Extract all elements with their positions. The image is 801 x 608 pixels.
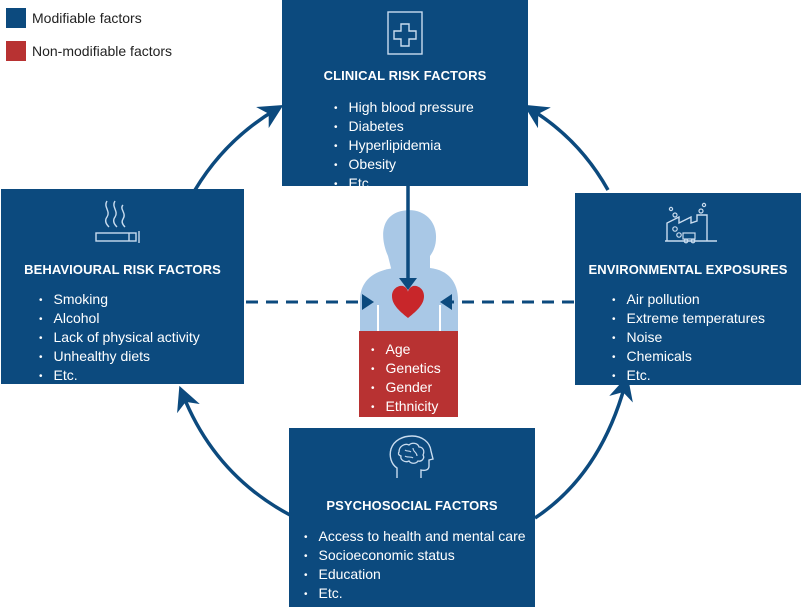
legend-item-non-modifiable: Non-modifiable factors [6,40,172,62]
cycle-arrow-top-left [193,104,284,191]
heart-icon [392,285,424,318]
list-item: High blood pressure [334,99,474,118]
head-brain-icon [389,435,434,478]
list-item: Lack of physical activity [39,329,200,348]
factory-pollution-icon [665,202,717,244]
cigarette-smoke-icon [95,200,140,243]
clinical-factor-list: High blood pressure Diabetes Hyperlipide… [334,99,474,194]
cycle-arrow-top-right [523,104,610,191]
non-modifiable-factors-box: Age Genetics Gender Ethnicity [359,331,458,417]
list-item: Gender [371,379,441,398]
list-item: Diabetes [334,118,474,137]
list-item: Age [371,341,441,360]
list-item: Education [304,566,526,585]
clinical-risk-factors-box: CLINICAL RISK FACTORS High blood pressur… [282,0,528,191]
list-item: Chemicals [612,348,765,367]
box-title: BEHAVIOURAL RISK FACTORS [24,262,221,277]
legend-swatch-red [6,41,26,61]
box-title: PSYCHOSOCIAL FACTORS [326,498,498,513]
behavioural-risk-factors-box: BEHAVIOURAL RISK FACTORS Smoking Alcohol… [1,189,244,384]
list-item: Obesity [334,156,474,175]
medical-cross-document-icon [387,11,423,55]
legend-swatch-blue [6,8,26,28]
non-modifiable-factor-list: Age Genetics Gender Ethnicity [371,341,441,417]
legend-label: Non-modifiable factors [32,43,173,59]
environmental-exposures-box: ENVIRONMENTAL EXPOSURES Air pollution Ex… [575,193,801,385]
psychosocial-factors-box: PSYCHOSOCIAL FACTORS Access to health an… [289,428,535,607]
list-item: Hyperlipidemia [334,137,474,156]
list-item: Etc. [304,585,526,604]
list-item: Extreme temperatures [612,310,766,329]
list-item: Etc. [39,367,200,386]
list-item: Socioeconomic status [304,547,526,566]
legend-item-modifiable: Modifiable factors [6,7,142,29]
legend-label: Modifiable factors [32,10,142,26]
list-item: Air pollution [612,291,765,310]
psychosocial-factor-list: Access to health and mental care Socioec… [304,528,526,604]
list-item: Noise [612,329,765,348]
list-item: Etc. [334,175,474,194]
environmental-factor-list: Air pollution Extreme temperatures Noise… [612,291,766,386]
behavioural-factor-list: Smoking Alcohol Lack of physical activit… [39,291,200,386]
box-title: ENVIRONMENTAL EXPOSURES [588,262,788,277]
list-item: Etc. [612,367,765,386]
box-title: CLINICAL RISK FACTORS [323,68,487,83]
list-item: Genetics [371,360,441,379]
list-item: Access to health and mental care [304,528,526,547]
list-item: Smoking [39,291,200,310]
list-item: Ethnicity [371,398,441,417]
list-item: Alcohol [39,310,200,329]
cycle-arrow-bottom-right [534,375,633,520]
cycle-arrow-bottom-left [177,385,291,517]
list-item: Unhealthy diets [39,348,200,367]
